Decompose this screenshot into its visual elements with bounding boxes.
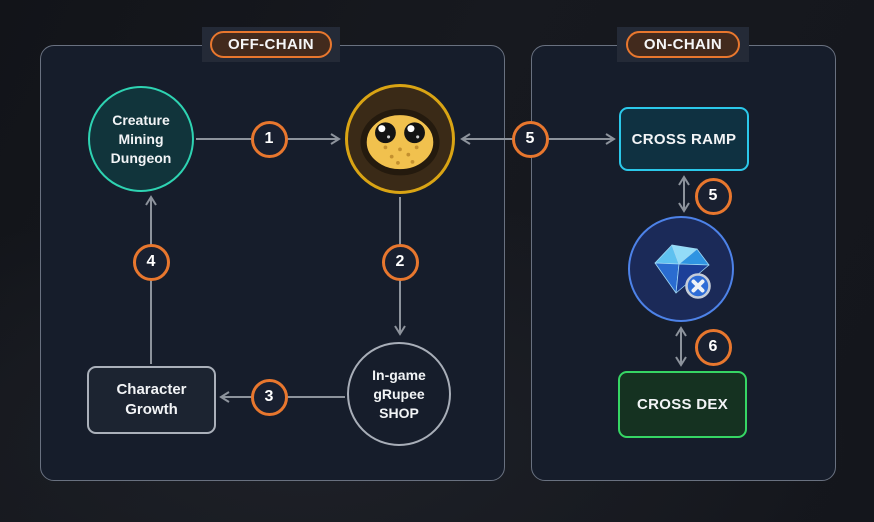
- node-player-character: [345, 84, 455, 194]
- node-creature-mining-dungeon: Creature Mining Dungeon: [88, 86, 194, 192]
- step-badge-2: 2: [381, 243, 419, 281]
- node-label: CROSS RAMP: [631, 130, 737, 148]
- node-character-growth: Character Growth: [87, 366, 216, 434]
- off-chain-badge: OFF-CHAIN: [209, 31, 333, 58]
- step-badge-4: 4: [132, 243, 170, 281]
- on-chain-badge: ON-CHAIN: [625, 31, 741, 58]
- node-cross-ramp: CROSS RAMP: [619, 107, 749, 171]
- node-label-line: Creature: [112, 111, 170, 128]
- node-label: CROSS DEX: [636, 396, 729, 413]
- step-badge-6: 6: [694, 328, 732, 366]
- node-label-line: Growth: [125, 401, 178, 418]
- step-badge-5b: 5: [694, 177, 732, 215]
- step-badge-3: 3: [250, 378, 288, 416]
- node-label-line: In-game: [372, 366, 426, 383]
- node-label-line: Mining: [118, 130, 164, 147]
- node-ingame-grupee-shop: In-game gRupee SHOP: [347, 342, 451, 446]
- potato-character-icon: [360, 108, 440, 176]
- node-label-line: Character: [116, 381, 187, 398]
- x-token-badge-icon: [685, 273, 711, 299]
- step-badge-1: 1: [250, 120, 288, 158]
- node-cross-dex: CROSS DEX: [618, 371, 747, 438]
- off-chain-label-plate: OFF-CHAIN: [202, 27, 340, 62]
- node-label-line: Dungeon: [110, 149, 172, 166]
- node-label-line: SHOP: [379, 404, 419, 421]
- node-cross-token: [628, 216, 734, 322]
- step-badge-5a: 5: [511, 120, 549, 158]
- cross-token-icon: [654, 244, 711, 299]
- on-chain-label-plate: ON-CHAIN: [617, 27, 749, 62]
- node-label-line: gRupee: [373, 385, 425, 402]
